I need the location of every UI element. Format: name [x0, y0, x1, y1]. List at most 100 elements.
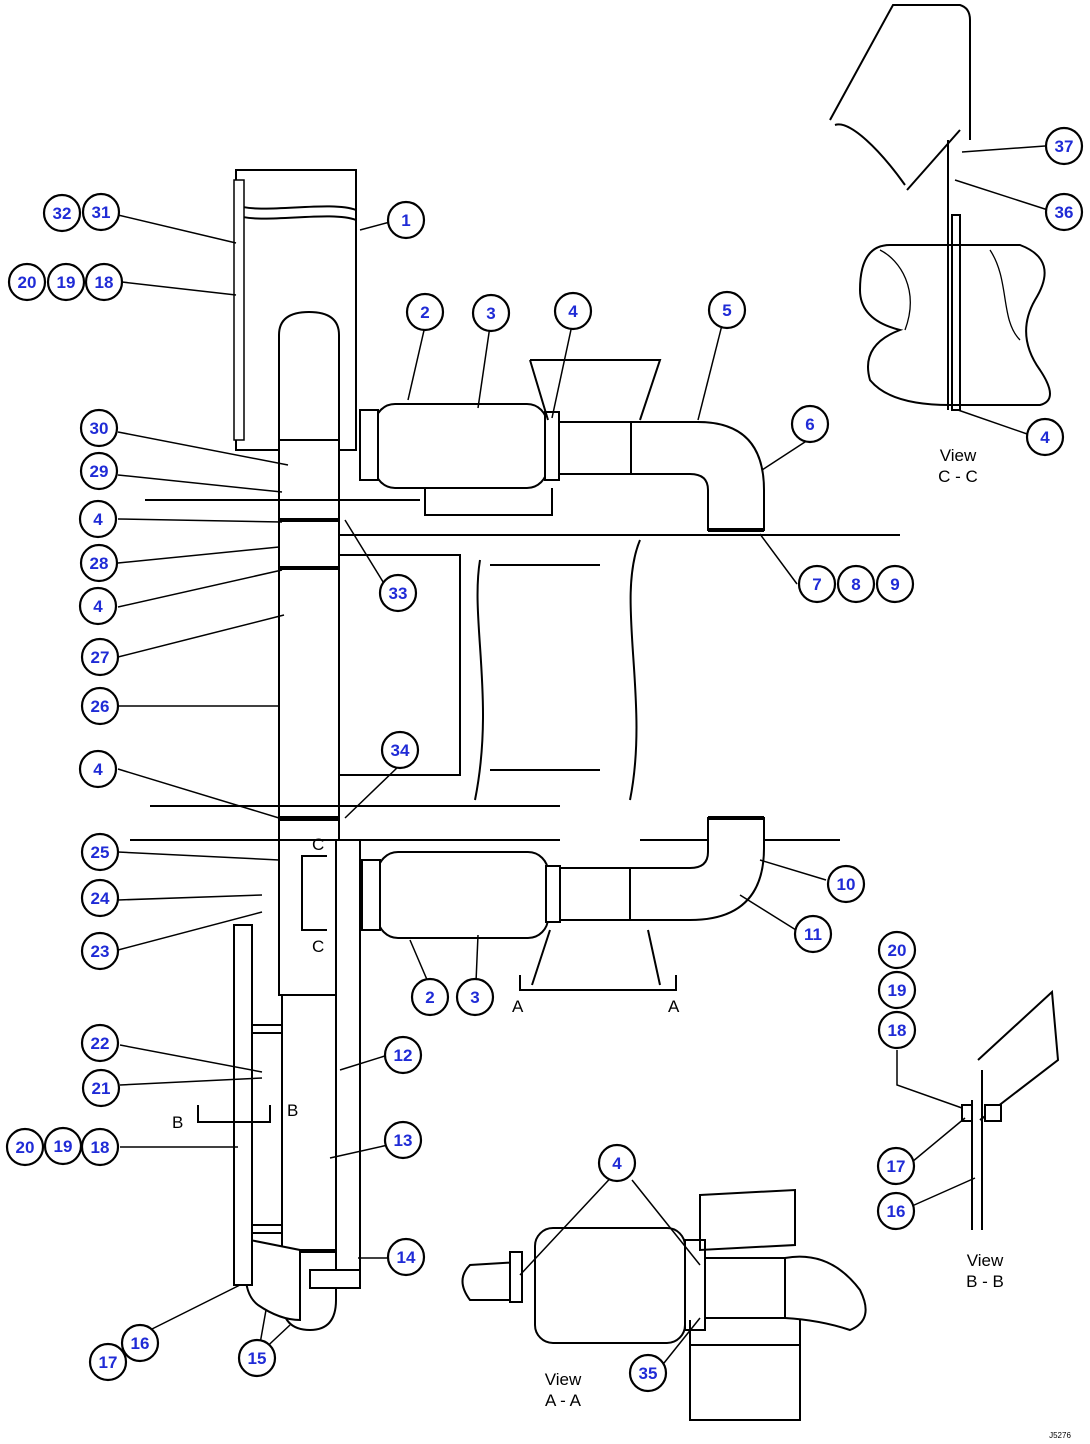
view-c-c [829, 4, 1051, 411]
callout-2: 2 [410, 977, 450, 1017]
callout-number: 10 [837, 875, 856, 894]
callout-circle [43, 1126, 83, 1166]
callout-number: 29 [90, 462, 109, 481]
callout-20: 20 [7, 262, 47, 302]
view-cc-word: View [940, 446, 977, 465]
callout-number: 15 [248, 1349, 267, 1368]
callout-4: 4 [78, 749, 118, 789]
callout-number: 23 [91, 942, 110, 961]
callout-4: 4 [1025, 417, 1065, 457]
callout-17: 17 [88, 1342, 128, 1382]
view-bb-letters: B - B [966, 1272, 1004, 1291]
view-bb-word: View [967, 1251, 1004, 1270]
callout-10: 10 [826, 864, 866, 904]
callout-number: 16 [131, 1334, 150, 1353]
callout-number: 4 [93, 760, 103, 779]
callout-number: 16 [887, 1202, 906, 1221]
section-b-right: B [287, 1101, 298, 1120]
callout-4: 4 [597, 1143, 637, 1183]
callout-circle [471, 293, 511, 333]
callout-32: 32 [42, 193, 82, 233]
callout-16: 16 [120, 1323, 160, 1363]
callout-number: 4 [612, 1154, 622, 1173]
callout-number: 20 [18, 273, 37, 292]
callout-circle [5, 1127, 45, 1167]
callout-circle [877, 930, 917, 970]
callout-circle [386, 200, 426, 240]
callout-number: 32 [53, 204, 72, 223]
view-aa-letters: A - A [545, 1391, 582, 1410]
callout-8: 8 [836, 564, 876, 604]
view-aa-word: View [545, 1370, 582, 1389]
callout-circle [79, 543, 119, 583]
callout-circle [80, 1023, 120, 1063]
callout-circle [79, 408, 119, 448]
callout-circle [793, 914, 833, 954]
callout-21: 21 [81, 1068, 121, 1108]
section-b-left: B [172, 1113, 183, 1132]
callout-number: 18 [91, 1138, 110, 1157]
callout-circle [836, 564, 876, 604]
callout-number: 25 [91, 843, 110, 862]
callout-27: 27 [80, 637, 120, 677]
callout-4: 4 [553, 291, 593, 331]
callout-number: 5 [722, 301, 731, 320]
callout-number: 4 [93, 597, 103, 616]
drawing-code: J5276 [1049, 1431, 1071, 1440]
callout-24: 24 [80, 878, 120, 918]
callout-circle [1044, 126, 1084, 166]
callout-circle [84, 262, 124, 302]
section-a-left: A [512, 997, 524, 1016]
callout-circle [81, 1068, 121, 1108]
callout-37: 37 [1044, 126, 1084, 166]
callout-circle [378, 573, 418, 613]
callout-number: 4 [568, 302, 578, 321]
section-a-right: A [668, 997, 680, 1016]
callout-12: 12 [383, 1035, 423, 1075]
callout-circle [790, 404, 830, 444]
callout-circle [797, 564, 837, 604]
callout-circle [405, 292, 445, 332]
callout-circle [80, 878, 120, 918]
callout-circle [237, 1338, 277, 1378]
callout-circle [380, 730, 420, 770]
callout-number: 26 [91, 697, 110, 716]
callout-22: 22 [80, 1023, 120, 1063]
callout-4: 4 [78, 499, 118, 539]
callout-circle [877, 970, 917, 1010]
callout-circle [78, 749, 118, 789]
callout-circle [826, 864, 866, 904]
callout-circle [78, 586, 118, 626]
callout-number: 14 [397, 1248, 416, 1267]
callout-11: 11 [793, 914, 833, 954]
callout-circle [597, 1143, 637, 1183]
callout-19: 19 [43, 1126, 83, 1166]
callout-number: 13 [394, 1131, 413, 1150]
callout-number: 34 [391, 741, 410, 760]
section-c-bottom: C [312, 937, 324, 956]
callout-number: 19 [57, 273, 76, 292]
callout-circle [386, 1237, 426, 1277]
rail-bolts-top [233, 179, 245, 441]
callout-circle [80, 637, 120, 677]
callout-18: 18 [877, 1010, 917, 1050]
callout-number: 11 [804, 925, 822, 944]
callout-number: 6 [805, 415, 814, 434]
callout-circle [707, 290, 747, 330]
callout-number: 8 [851, 575, 860, 594]
callout-circle [1025, 417, 1065, 457]
callout-4: 4 [78, 586, 118, 626]
callout-number: 1 [401, 211, 410, 230]
callout-circle [875, 564, 915, 604]
callout-circle [876, 1146, 916, 1186]
callout-number: 3 [470, 988, 479, 1007]
callout-3: 3 [455, 977, 495, 1017]
callout-6: 6 [790, 404, 830, 444]
callout-31: 31 [81, 192, 121, 232]
callout-18: 18 [80, 1127, 120, 1167]
view-b-b [961, 989, 1060, 1230]
callout-circle [628, 1353, 668, 1393]
callout-circle [383, 1035, 423, 1075]
